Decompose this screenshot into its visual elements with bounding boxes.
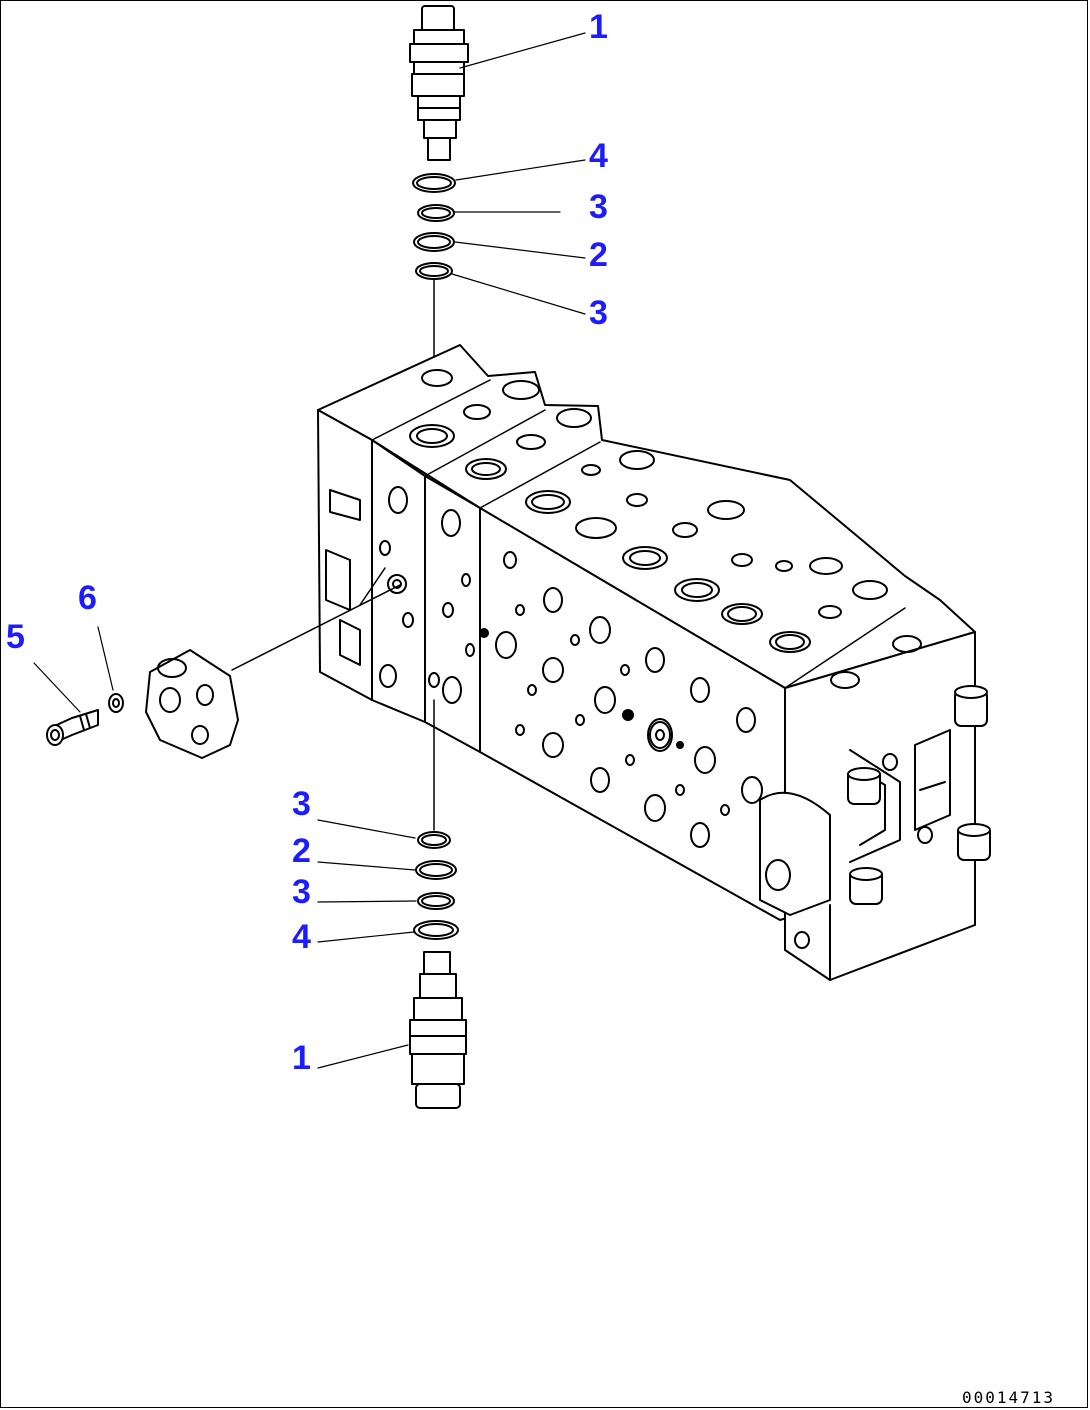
bottom-oring-upper[interactable] (417, 831, 451, 849)
bottom-oring-lower[interactable] (417, 892, 455, 910)
bottom-backup-ring[interactable] (415, 860, 457, 880)
top-backup-ring[interactable] (413, 232, 455, 252)
callout-3-bottom-lower[interactable]: 3 (292, 873, 311, 911)
callout-3-bottom-upper[interactable]: 3 (292, 785, 311, 823)
callout-1-top[interactable]: 1 (589, 8, 608, 46)
washer[interactable] (108, 693, 124, 713)
callout-5[interactable]: 5 (6, 618, 25, 656)
callout-6[interactable]: 6 (78, 579, 97, 617)
callout-2-bottom[interactable]: 2 (292, 832, 311, 870)
bottom-relief-valve[interactable] (409, 951, 467, 1109)
drawing-number: 00014713 (962, 1388, 1056, 1407)
callout-4-top[interactable]: 4 (589, 137, 608, 175)
callout-2-top[interactable]: 2 (589, 236, 608, 274)
bottom-backup-ring-outer[interactable] (413, 920, 459, 940)
leader-lines (33, 32, 586, 1069)
callout-1-bottom[interactable]: 1 (292, 1039, 311, 1077)
bolt[interactable] (46, 709, 99, 746)
callout-4-bottom[interactable]: 4 (292, 918, 311, 956)
callout-3-top-lower[interactable]: 3 (589, 294, 608, 332)
callout-3-top-upper[interactable]: 3 (589, 188, 608, 226)
top-backup-ring-outer[interactable] (412, 173, 456, 193)
top-relief-valve[interactable] (409, 5, 469, 161)
control-valve-body (317, 344, 991, 981)
side-cover[interactable] (145, 649, 239, 759)
top-oring-upper[interactable] (417, 204, 455, 222)
